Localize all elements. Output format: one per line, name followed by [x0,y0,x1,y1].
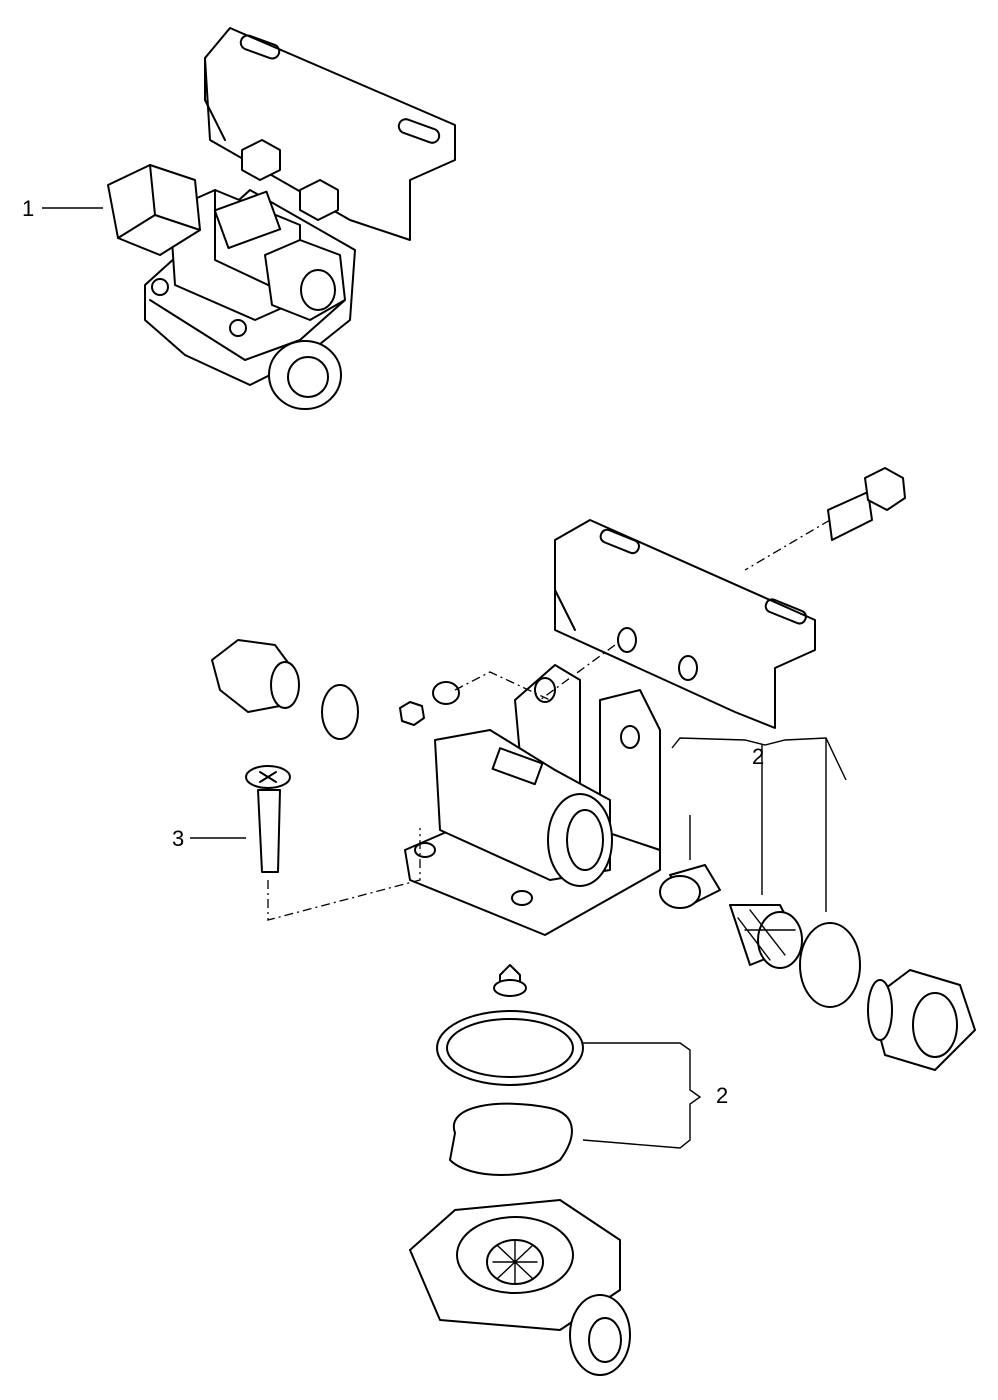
o-ring-outlet [799,922,861,1008]
callout-leaders [42,207,847,1149]
seal-ring [436,1010,584,1086]
valve-pin [493,964,527,997]
assembled-valve [107,27,456,410]
assembled-studs [151,139,339,337]
mounting-bolt [827,467,906,541]
hex-nut [399,701,425,726]
filter-screen [729,904,803,969]
assembled-outlet [268,340,342,410]
plug-nut [211,639,300,713]
cross-head-screw [245,765,291,873]
exploded-bracket [554,519,816,729]
callout-3: 3 [172,826,184,851]
sleeve [659,864,721,909]
assembly-lines [267,519,831,921]
o-ring-plug [321,684,359,740]
lower-housing [409,1199,631,1376]
assembled-port-nut-left [107,164,201,256]
callout-2-filter-kit: 2 [752,744,764,769]
washer [432,681,460,705]
assembled-body [144,189,356,386]
outlet-nut [867,969,976,1071]
assembled-port-nut-right [264,239,346,321]
callout-1: 1 [22,196,34,221]
diaphragm [449,1102,573,1176]
valve-body [404,664,661,936]
callout-2-seal-kit: 2 [716,1083,728,1108]
